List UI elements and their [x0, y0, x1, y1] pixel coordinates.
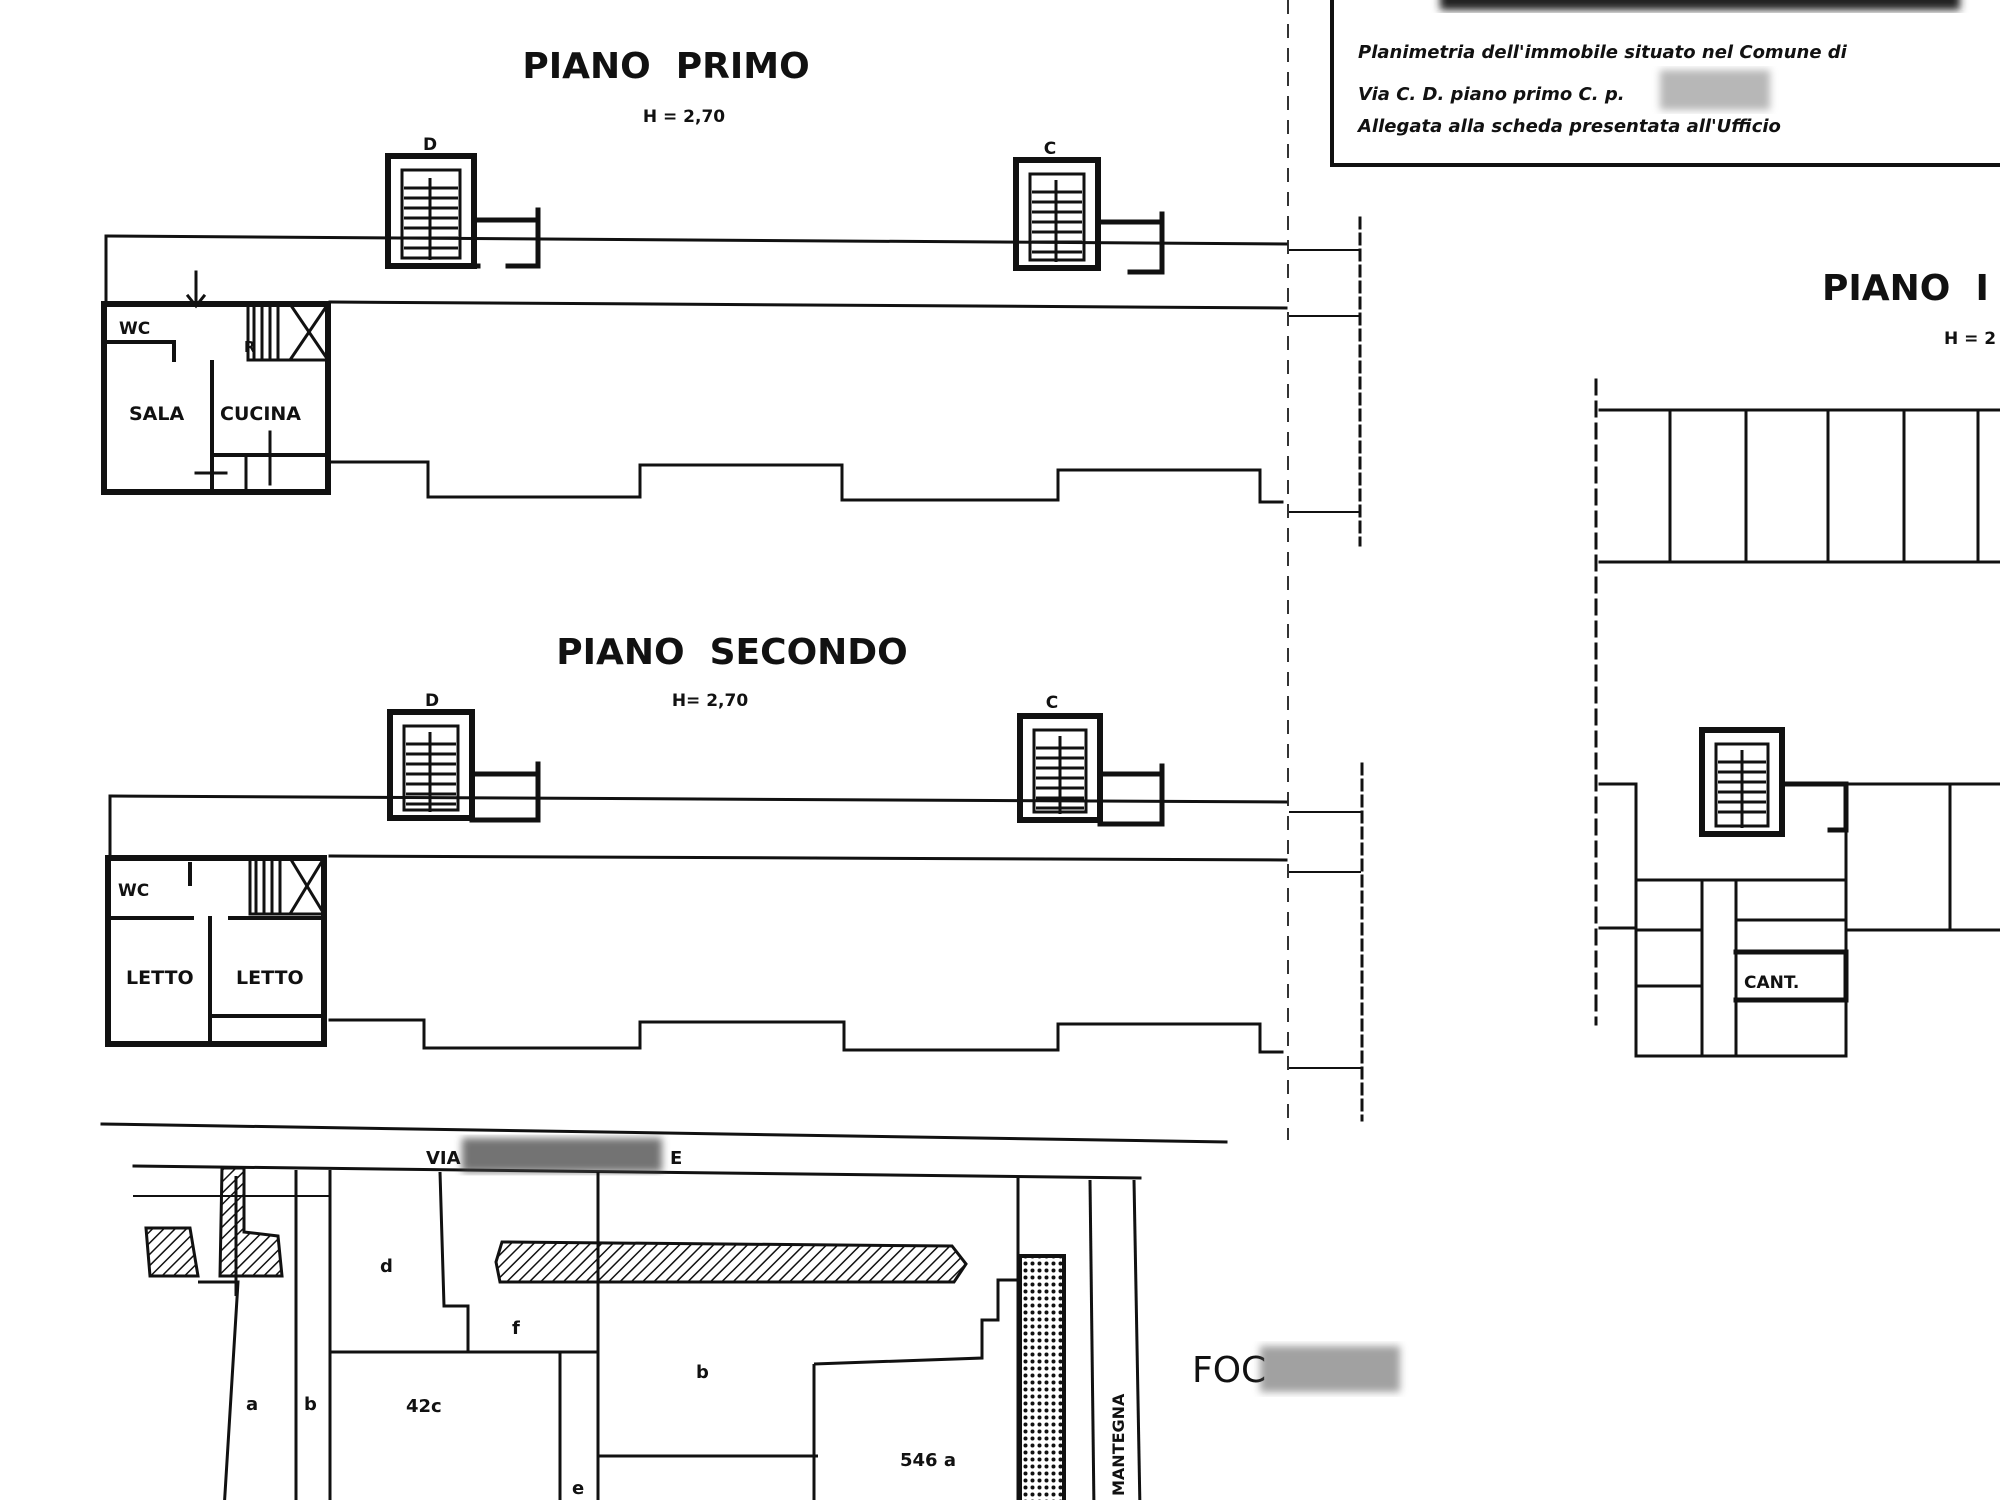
floor-height-secondo: H= 2,70 — [672, 691, 749, 711]
stair-label-d-secondo: D — [425, 691, 439, 711]
street-label-end: E — [670, 1148, 682, 1169]
stairwell-terra — [1699, 727, 1849, 837]
floor-plan-secondo: PIANO SECONDO H= 2,70 WC LETTO LETTO — [105, 632, 1364, 1122]
parcel-b: b — [696, 1362, 709, 1383]
room-label-sala: SALA — [129, 403, 184, 425]
header-box: Planimetria dell'immobile situato nel Co… — [1330, 0, 2000, 167]
floor-height-terra: H = 2 — [1944, 329, 1996, 349]
stair-mark-r: R — [244, 338, 256, 356]
header-line-1: Planimetria dell'immobile situato nel Co… — [1358, 42, 1848, 63]
room-label-cantina: CANT. — [1744, 973, 1799, 993]
stairwell-c-secondo — [1017, 713, 1165, 827]
floor-title-terra: PIANO I — [1822, 268, 1989, 309]
parcel-d: d — [380, 1256, 393, 1277]
street-label: VIA — [426, 1148, 461, 1169]
parcel-546a: 546 a — [900, 1450, 956, 1471]
site-plan: VIA E d f a b 42c b 546 — [100, 1122, 1400, 1500]
parcel-f: f — [512, 1318, 520, 1339]
parcel-b-left: b — [304, 1394, 317, 1415]
stair-label-d-primo: D — [423, 135, 437, 155]
foglio-label: FOC — [1192, 1350, 1266, 1391]
parcel-a: a — [246, 1394, 258, 1415]
stair-label-c-primo: C — [1044, 139, 1056, 159]
stair-label-c-secondo: C — [1046, 693, 1058, 713]
parcel-42c: 42c — [406, 1396, 442, 1417]
stairwell-c-primo — [1013, 157, 1165, 275]
floor-height-primo: H = 2,70 — [643, 107, 725, 127]
stairwell-d-primo — [385, 153, 541, 269]
header-line-3: Allegata alla scheda presentata all'Uffi… — [1356, 116, 1781, 137]
parcel-e: e — [572, 1478, 584, 1499]
room-label-wc-primo: WC — [119, 319, 150, 339]
floor-title-primo: PIANO PRIMO — [522, 46, 809, 87]
floor-plan-primo: PIANO PRIMO H = 2,70 R WC S — [101, 46, 1362, 547]
header-line-2: Via C. D. piano primo C. p. — [1358, 84, 1625, 105]
stairwell-d-secondo — [387, 709, 541, 823]
room-label-cucina: CUCINA — [220, 403, 301, 425]
room-label-letto-2: LETTO — [236, 967, 304, 989]
side-street-label: MANTEGNA — [1109, 1393, 1128, 1496]
floor-plan-terra: PIANO I H = 2 CANT. — [1594, 268, 2000, 1058]
room-label-wc-secondo: WC — [118, 881, 149, 901]
floor-title-secondo: PIANO SECONDO — [556, 632, 908, 673]
room-label-letto-1: LETTO — [126, 967, 194, 989]
